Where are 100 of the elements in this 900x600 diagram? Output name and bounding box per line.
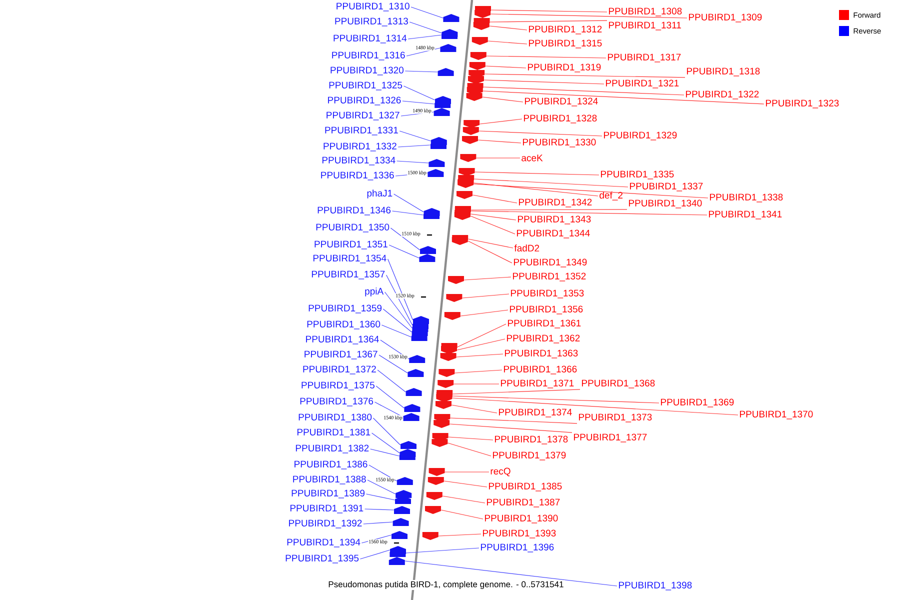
gene-label: PPUBIRD1_1379 <box>493 452 566 460</box>
gene-symbol <box>428 159 445 167</box>
gene-label: PPUBIRD1_1369 <box>661 398 734 408</box>
gene-label: PPUBIRD1_1309 <box>689 14 762 22</box>
gene-label: PPUBIRD1_1378 <box>495 436 568 444</box>
gene-label: PPUBIRD1_1321 <box>606 80 679 88</box>
gene-symbol <box>428 169 444 177</box>
gene-label: PPUBIRD1_1393 <box>483 530 556 538</box>
gene-label: PPUBIRD1_1368 <box>582 380 655 388</box>
gene-symbol <box>420 246 436 254</box>
gene-label: PPUBIRD1_1328 <box>524 114 597 124</box>
leader-line <box>404 560 618 586</box>
gene-label: PPUBIRD1_1371 <box>501 380 574 388</box>
gene-label: PPUBIRD1_1380 <box>298 414 372 422</box>
leader-line <box>392 210 424 216</box>
gene-label: PPUBIRD1_1396 <box>481 544 554 552</box>
gene-symbol <box>458 168 475 176</box>
gene-label: PPUBIRD1_1323 <box>766 100 839 108</box>
leader-line <box>470 210 708 216</box>
leader-line <box>368 464 397 482</box>
gene-symbol <box>474 10 491 18</box>
gene-symbol <box>440 353 456 361</box>
gene-label: PPUBIRD1_1362 <box>507 334 580 344</box>
gene-symbol <box>474 18 490 26</box>
gene-label: PPUBIRD1_1374 <box>499 408 572 418</box>
gene-symbol <box>436 394 452 402</box>
leader-line <box>361 534 392 544</box>
caption: Pseudomonas putida BIRD-1, complete genome. - 0..5731541 <box>327 580 565 590</box>
gene-label: PPUBIRD1_1318 <box>687 68 760 76</box>
leader-line <box>457 324 506 348</box>
leader-line <box>490 14 688 18</box>
leader-line <box>444 480 488 488</box>
leader-line <box>470 209 628 210</box>
leader-line <box>454 370 502 374</box>
gene-label: PPUBIRD1_1349 <box>514 258 587 268</box>
gene-label: PPUBIRD1_1352 <box>513 272 586 282</box>
gene-symbol <box>408 369 424 377</box>
gene-label: PPUBIRD1_1334 <box>322 156 396 166</box>
leader-line <box>364 508 394 510</box>
leader-line <box>382 308 412 332</box>
gene-symbol <box>396 490 412 498</box>
gene-symbol <box>434 414 450 422</box>
gene-symbol <box>400 441 416 449</box>
leader-line <box>490 20 608 22</box>
gene-label: PPUBIRD1_1354 <box>313 254 386 264</box>
gene-label: PPUBIRD1_1330 <box>523 138 596 148</box>
gene-symbol <box>428 468 445 476</box>
gene-symbol <box>470 52 486 60</box>
leader-line <box>399 130 431 142</box>
leader-line <box>450 424 572 433</box>
leader-line <box>484 80 604 84</box>
leader-line <box>388 258 414 320</box>
leader-line <box>452 398 738 416</box>
leader-line <box>408 34 442 40</box>
leader-line <box>462 294 510 298</box>
leader-line <box>448 442 492 456</box>
gene-symbol <box>432 433 448 441</box>
gene-label: PPUBIRD1_1346 <box>318 206 391 216</box>
leader-line <box>474 172 600 176</box>
gene-label: PPUBIRD1_1351 <box>314 240 388 250</box>
gene-symbol <box>438 380 454 388</box>
gene-label: PPUBIRD1_1310 <box>336 2 410 12</box>
leader-line <box>442 496 486 504</box>
leader-line <box>472 194 518 204</box>
gene-symbol <box>460 154 476 162</box>
leader-line <box>360 550 390 560</box>
leader-line <box>478 140 522 144</box>
leader-line <box>460 310 508 316</box>
gene-symbol <box>434 100 451 108</box>
gene-label: PPUBIRD1_1332 <box>324 142 396 152</box>
gene-label: PPUBIRD1_1316 <box>332 52 405 60</box>
gene-symbol <box>444 312 460 320</box>
leader-line <box>384 292 412 328</box>
leader-line <box>490 10 608 12</box>
leader-line <box>470 214 516 220</box>
gene-label: PPUBIRD1_1326 <box>328 96 401 106</box>
leader-line <box>400 112 434 116</box>
gene-symbol <box>425 506 441 514</box>
gene-symbol <box>390 549 406 557</box>
leader-line <box>468 240 512 264</box>
gene-symbol <box>456 191 472 199</box>
leader-line <box>398 144 431 148</box>
gene-symbol <box>411 333 428 341</box>
gene-label: PPUBIRD1_1381 <box>297 428 370 438</box>
leader-line <box>380 340 410 360</box>
gene-label: PPUBIRD1_1375 <box>302 382 374 390</box>
leader-line <box>450 418 578 424</box>
gene-label: PPUBIRD1_1395 <box>286 554 359 564</box>
gene-label: PPUBIRD1_1398 <box>619 582 692 590</box>
leader-line <box>456 354 504 358</box>
gene-symbol <box>419 254 436 262</box>
gene-label: PPUBIRD1_1364 <box>306 336 379 344</box>
gene-label: PPUBIRD1_1382 <box>296 444 369 454</box>
gene-label: PPUBIRD1_1336 <box>321 172 394 180</box>
leader-line <box>402 100 435 104</box>
gene-symbol <box>394 506 410 514</box>
leader-line <box>474 182 598 196</box>
gene-symbol <box>434 108 450 116</box>
gene-label: PPUBIRD1_1320 <box>330 66 404 76</box>
gene-label: PPUBIRD1_1394 <box>287 538 360 548</box>
